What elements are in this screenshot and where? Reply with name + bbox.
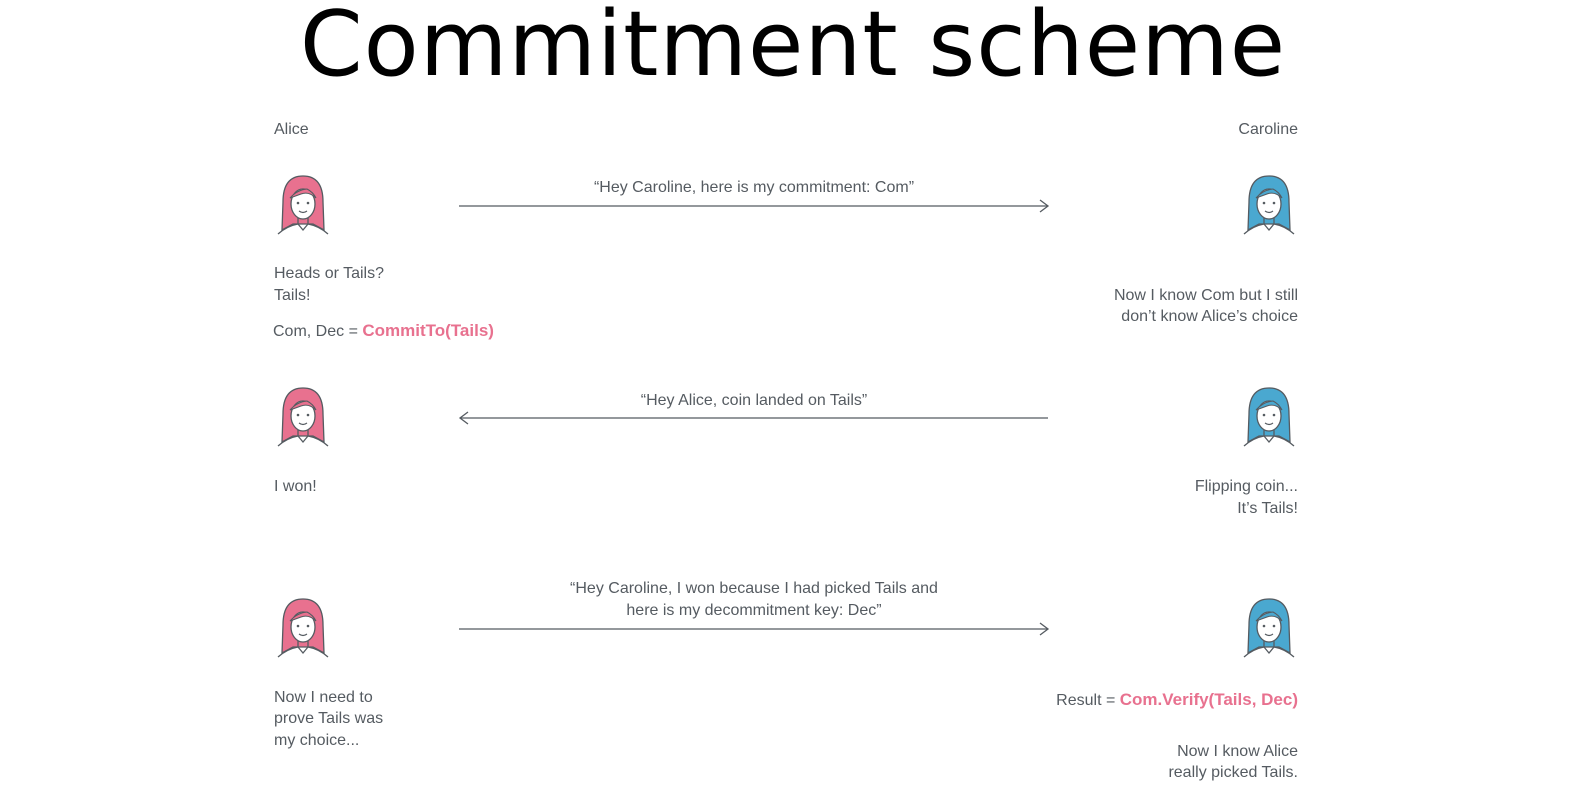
commit-formula: Com, Dec = CommitTo(Tails) [273, 320, 494, 343]
result-prefix: Result = [1056, 692, 1120, 709]
alice-avatar-icon [277, 175, 329, 235]
alice-thought-3b: prove Tails was [274, 710, 384, 727]
alice-name: Alice [274, 121, 309, 138]
arrow-left-icon [458, 411, 1048, 425]
caroline-avatar-icon [1243, 598, 1295, 658]
caroline-thought-3a: Now I know Alice [1177, 743, 1298, 760]
alice-thought-1a: Heads or Tails? [274, 265, 384, 282]
caroline-thought-3b: really picked Tails. [1168, 764, 1298, 781]
caroline-name: Caroline [1238, 121, 1298, 138]
alice-thought-1b: Tails! [274, 287, 311, 304]
message-3a: “Hey Caroline, I won because I had picke… [570, 580, 938, 597]
alice-thought-3c: my choice... [274, 732, 360, 749]
commit-function: CommitTo(Tails) [362, 321, 494, 340]
caroline-thought-2b: It’s Tails! [1237, 500, 1298, 517]
verify-formula: Result = Com.Verify(Tails, Dec) [1056, 689, 1298, 712]
caroline-thought-1a: Now I know Com but I still [1113, 287, 1298, 304]
alice-avatar-icon [277, 598, 329, 658]
commit-prefix: Com, Dec = [273, 323, 363, 340]
alice-thought-2: I won! [274, 478, 317, 495]
alice-thought-3a: Now I need to [274, 689, 373, 706]
page-title: Commitment scheme [299, 0, 1287, 97]
alice-avatar-icon [277, 387, 329, 447]
message-1: “Hey Caroline, here is my commitment: Co… [593, 179, 915, 196]
message-2: “Hey Alice, coin landed on Tails” [640, 392, 868, 409]
arrow-right-icon [459, 199, 1050, 213]
caroline-avatar-icon [1243, 387, 1295, 447]
verify-function: Com.Verify(Tails, Dec) [1119, 690, 1298, 709]
arrow-right-icon [459, 622, 1050, 636]
caroline-thought-1b: don’t know Alice’s choice [1121, 308, 1298, 325]
message-3b: here is my decommitment key: Dec” [626, 602, 882, 619]
caroline-thought-2a: Flipping coin... [1194, 478, 1298, 495]
caroline-avatar-icon [1243, 175, 1295, 235]
